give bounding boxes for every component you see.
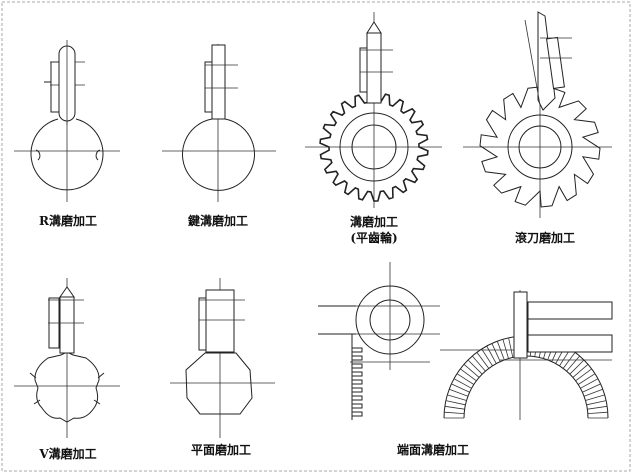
- r-groove-figure: [14, 40, 120, 202]
- comb-teeth: [351, 347, 363, 420]
- arc-hatch-line: [577, 373, 596, 385]
- face-groove-right-figure: [440, 290, 613, 420]
- arc-hatch-line: [582, 383, 601, 393]
- gear-teeth: [319, 92, 429, 202]
- arc-hatch-line: [453, 378, 472, 389]
- arc-hatch-line: [491, 343, 501, 362]
- arc-hatch-line: [476, 352, 490, 369]
- arc-hatch-line: [444, 411, 465, 414]
- arc-hatch-line: [587, 405, 608, 410]
- arc-hatch-line: [575, 368, 592, 382]
- arc-hatch-line: [447, 394, 467, 401]
- arc-hatch-line: [580, 378, 599, 389]
- arc-hatch-line: [467, 359, 483, 375]
- arc-hatch-line: [456, 373, 475, 385]
- arc-hatch-line: [587, 411, 608, 414]
- arc-hatch-line: [444, 405, 465, 410]
- hob-groove-figure: [463, 11, 612, 218]
- hob-teeth: [479, 86, 601, 208]
- label-v-groove: V溝磨加工: [39, 447, 97, 461]
- arc-hatch-line: [445, 400, 466, 406]
- arc-hatch-line: [583, 388, 603, 397]
- arc-hatch-line: [486, 345, 497, 364]
- arc-hatch-line: [463, 363, 480, 378]
- label-face-groove: 端面溝磨加工: [396, 443, 469, 457]
- arc-hatch-line: [502, 339, 509, 359]
- arc-hatch-line: [451, 383, 470, 393]
- arc-hatch-line: [449, 388, 469, 397]
- key-groove-figure: [162, 44, 276, 202]
- label-gear-groove-sub: (平齒輪): [350, 231, 398, 245]
- label-hob-groove: 滾刀磨加工: [514, 231, 575, 245]
- flat-groove-figure: [170, 278, 275, 438]
- label-key-groove: 鍵溝磨加工: [187, 214, 248, 228]
- label-r-groove: R溝磨加工: [39, 214, 97, 228]
- arc-hatch-line: [496, 341, 505, 361]
- face-groove-left-figure: [318, 262, 440, 420]
- label-gear-groove: 溝磨加工: [349, 215, 398, 229]
- arc-hatch-line: [508, 337, 514, 358]
- arc-hatch-line: [460, 368, 477, 382]
- label-flat-groove: 平面磨加工: [190, 443, 251, 457]
- arc-hatch-line: [569, 359, 585, 375]
- arc-hatch-line: [586, 400, 607, 406]
- v-groove-figure: [14, 278, 120, 438]
- arc-hatch-line: [481, 348, 493, 367]
- arc-hatch-line: [585, 394, 605, 401]
- gear-groove-figure: [305, 12, 442, 208]
- arc-hatch-line: [566, 355, 581, 372]
- arc-hatch-line: [471, 355, 486, 372]
- arc-hatch-line: [572, 363, 589, 378]
